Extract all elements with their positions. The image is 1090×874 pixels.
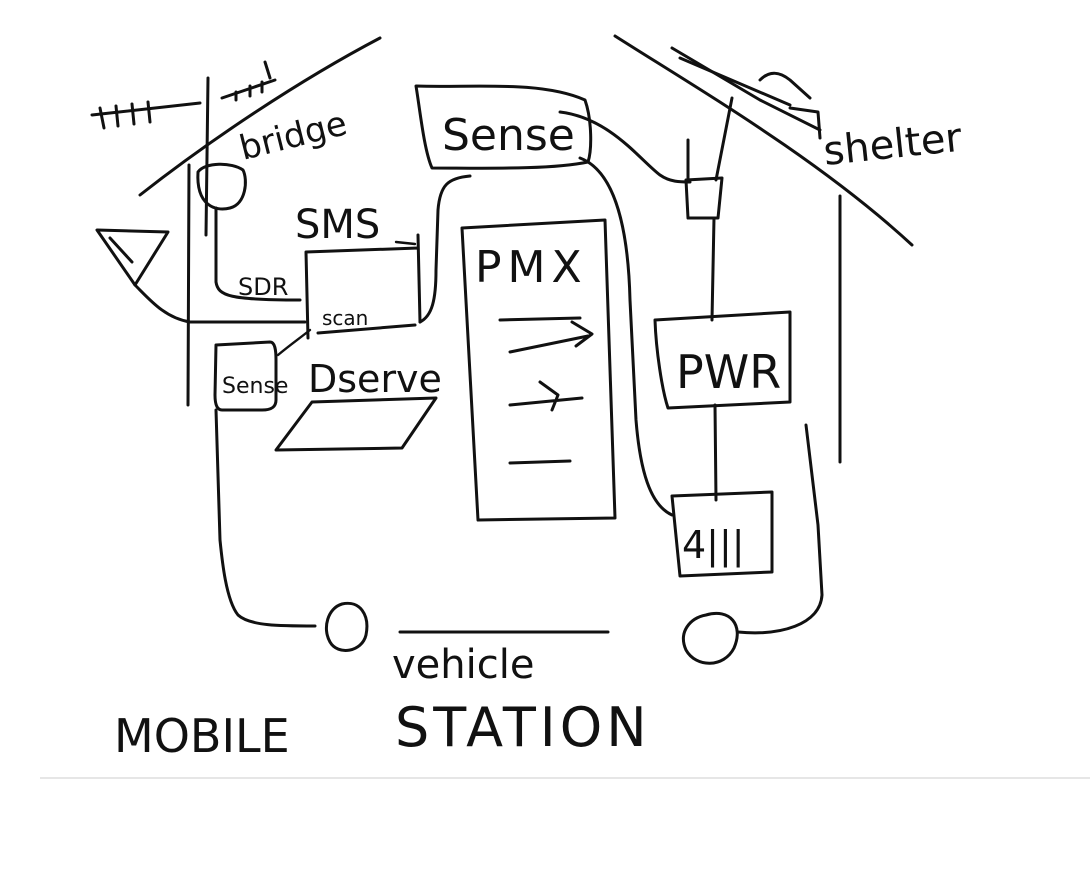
pwr-to-plug-link [713,403,718,502]
sms-tick [394,240,417,246]
dserve-label: Dserve [308,357,442,401]
sense-to-shelter-link [558,110,692,184]
sense-small-box [213,340,278,412]
pmx-label: PMX [475,242,588,293]
sdr-label: SDR [238,273,288,301]
sense-small-label: Sense [222,374,288,399]
shelter-node [684,176,724,220]
left-mast [186,163,191,407]
scan-underline [316,323,417,335]
vehicle-label: vehicle [392,642,534,688]
sense-label: Sense [442,110,575,161]
shelter-feed [714,96,734,182]
sense-small-arrow [276,328,312,357]
wheel-left-icon [325,601,369,652]
vehicle-outline [214,408,824,635]
sdr-link [214,206,302,302]
pwr-box [653,310,792,410]
sms-to-sense-link [418,174,472,324]
roof-line-right [613,34,914,247]
wheel-right-icon [682,612,739,665]
mobile-label: MOBILE [114,709,290,763]
station-label: STATION [395,696,651,759]
plug-box [670,490,774,578]
shelter-roof-hatch [670,46,822,140]
sense-to-plug-link [578,156,674,517]
roof-line-left [138,36,382,197]
plug-label: 4||| [682,523,745,568]
pmx-arrows [498,316,594,465]
sms-label: SMS [295,202,380,248]
shelter-label: shelter [821,115,964,175]
scan-label: scan [322,306,368,330]
pmx-rack [460,218,617,522]
laptop-icon [274,396,438,452]
dish-antenna-icon [95,228,307,324]
node-to-pwr-link [710,216,716,322]
pwr-label: PWR [676,345,781,399]
sms-box [304,233,422,340]
antenna-array-icon [90,60,277,237]
bridge-node [196,162,247,211]
